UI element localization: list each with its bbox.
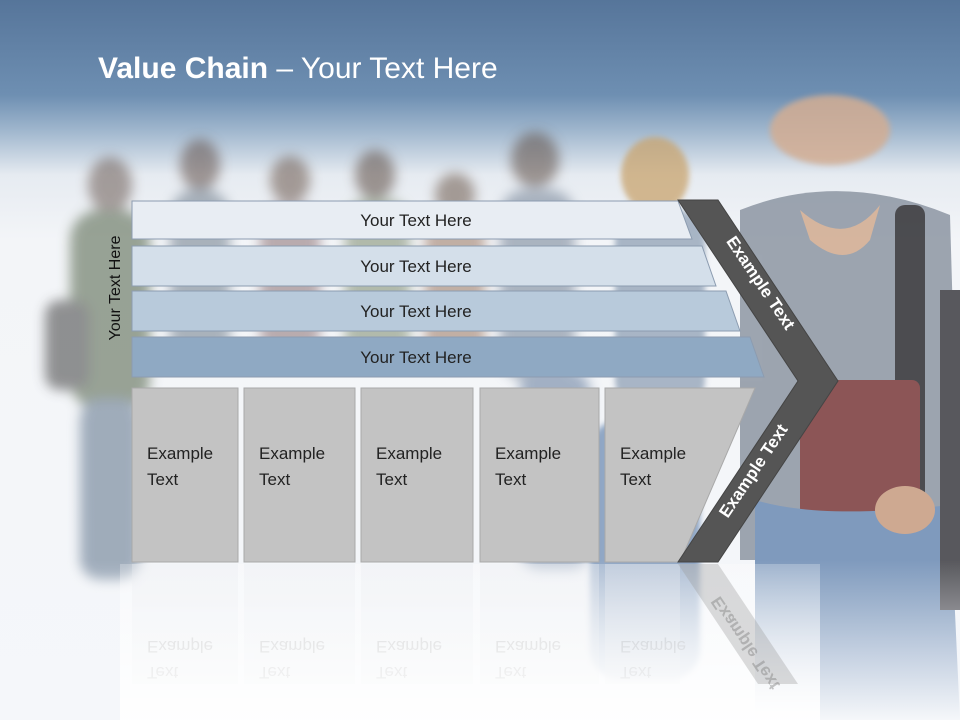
title-bold: Value Chain — [98, 52, 269, 85]
chevron-arrow — [677, 199, 839, 563]
example-box-5-line2: Text — [620, 470, 651, 489]
example-box-4-line2: Text — [495, 470, 526, 489]
chain-bar-1 — [131, 200, 693, 240]
example-box-1 — [131, 387, 239, 563]
example-box-5-line1: Example — [620, 444, 686, 463]
example-box-3-line1: Example — [376, 444, 442, 463]
example-box-2 — [243, 387, 356, 563]
chain-bar-4 — [131, 336, 765, 378]
title-rest: – Your Text Here — [268, 52, 498, 85]
chain-bar-3 — [131, 290, 741, 332]
example-box-3-line2: Text — [376, 470, 407, 489]
page-title: Value Chain – Your Text Here — [98, 52, 798, 86]
example-box-1-line2: Text — [147, 470, 178, 489]
chevron-reflection — [678, 564, 798, 684]
example-box-2-line1: Example — [259, 444, 325, 463]
chain-bar-1-label: Your Text Here — [360, 211, 472, 230]
example-box-1-line1: Example — [147, 444, 213, 463]
chain-bar-4-label: Your Text Here — [360, 348, 472, 367]
chain-bar-2 — [131, 245, 717, 287]
example-box-2-line2: Text — [259, 470, 290, 489]
example-box-4 — [479, 387, 600, 563]
chain-bar-3-label: Your Text Here — [360, 302, 472, 321]
example-box-4-line1: Example — [495, 444, 561, 463]
example-box-3 — [360, 387, 474, 563]
reflection-fade — [120, 564, 820, 720]
chain-bar-2-label: Your Text Here — [360, 257, 472, 276]
